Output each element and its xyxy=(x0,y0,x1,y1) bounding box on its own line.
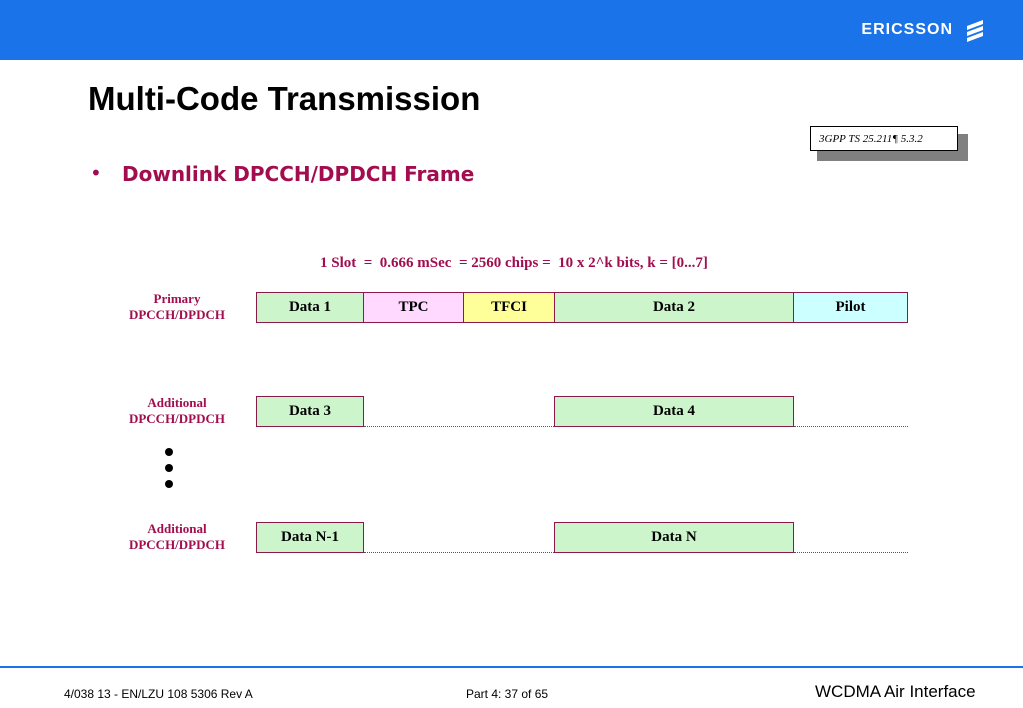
footer-course-title: WCDMA Air Interface xyxy=(815,682,976,701)
slot-label: 1 Slot = 0.666 mSec = 2560 chips = 10 x … xyxy=(320,255,708,271)
row-label-line1: Additional xyxy=(147,521,207,536)
reference-box: 3GPP TS 25.211¶ 5.3.2 xyxy=(810,126,958,151)
row-label-additional-1: Additional DPCCH/DPDCH xyxy=(117,395,237,427)
ellipsis-dot xyxy=(165,464,173,472)
row-label-line1: Primary xyxy=(153,291,201,306)
bullet-symbol: • xyxy=(90,161,102,185)
header-bar: ERICSSON xyxy=(0,0,1023,60)
dtx-gap-line xyxy=(364,552,554,553)
ellipsis-dot xyxy=(165,480,173,488)
field-data-4: Data 4 xyxy=(554,396,794,427)
field-data-n: Data N xyxy=(554,522,794,553)
field-data-n-1: Data N-1 xyxy=(256,522,364,553)
row-label-line1: Additional xyxy=(147,395,207,410)
field-tpc: TPC xyxy=(363,292,464,323)
bullet-text: Downlink DPCCH/DPDCH Frame xyxy=(122,162,475,186)
row-label-additional-n: Additional DPCCH/DPDCH xyxy=(117,521,237,553)
ellipsis-dot xyxy=(165,448,173,456)
dtx-gap-line xyxy=(364,426,554,427)
brand: ERICSSON xyxy=(861,18,987,42)
footer-divider xyxy=(0,666,1023,668)
dtx-gap-line xyxy=(794,426,908,427)
footer-document-id: 4/038 13 - EN/LZU 108 5306 Rev A xyxy=(64,687,253,701)
row-label-primary: Primary DPCCH/DPDCH xyxy=(117,291,237,323)
field-pilot: Pilot xyxy=(793,292,908,323)
field-data-1: Data 1 xyxy=(256,292,364,323)
row-label-line2: DPCCH/DPDCH xyxy=(128,537,226,552)
brand-name: ERICSSON xyxy=(861,21,953,38)
footer-page-number: Part 4: 37 of 65 xyxy=(466,687,549,701)
dtx-gap-line xyxy=(794,552,908,553)
field-data-2: Data 2 xyxy=(554,292,794,323)
row-label-line2: DPCCH/DPDCH xyxy=(128,307,226,322)
row-label-line2: DPCCH/DPDCH xyxy=(128,411,226,426)
ericsson-logo-icon xyxy=(967,20,983,42)
field-data-3: Data 3 xyxy=(256,396,364,427)
field-tfci: TFCI xyxy=(463,292,555,323)
page-title: Multi-Code Transmission xyxy=(88,80,481,117)
